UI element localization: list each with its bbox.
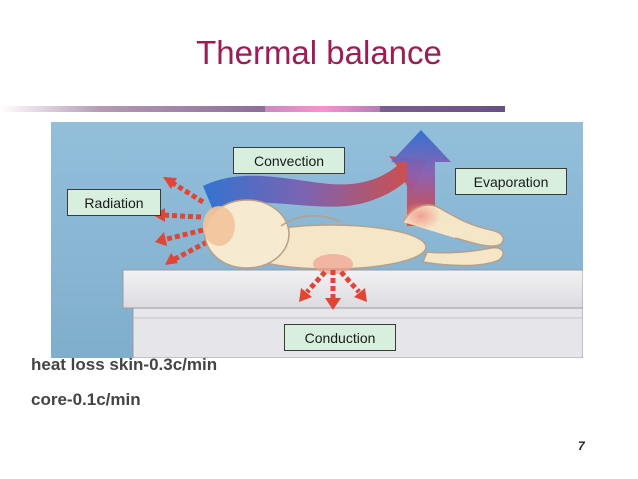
title-divider: [0, 106, 505, 112]
evaporation-label: Evaporation: [455, 168, 567, 195]
conduction-label: Conduction: [284, 324, 396, 351]
conduction-arrowheads: [299, 288, 367, 310]
slide-title: Thermal balance: [196, 34, 442, 71]
body-line-1: heat loss skin-0.3c/min: [31, 355, 218, 374]
radiation-arrowheads: [153, 177, 178, 265]
evaporation-arrow: [391, 130, 451, 226]
title-divider-highlight: [265, 106, 380, 112]
convection-label: Convection: [233, 147, 345, 174]
radiation-label: Radiation: [67, 189, 161, 216]
convection-arrow: [203, 156, 427, 210]
conduction-arrows: [305, 270, 361, 298]
radiation-arrows: [160, 179, 209, 263]
newborn-baby: [203, 199, 505, 274]
body-line-2: core-0.1c/min: [31, 390, 141, 409]
page-number: 7: [578, 439, 585, 453]
